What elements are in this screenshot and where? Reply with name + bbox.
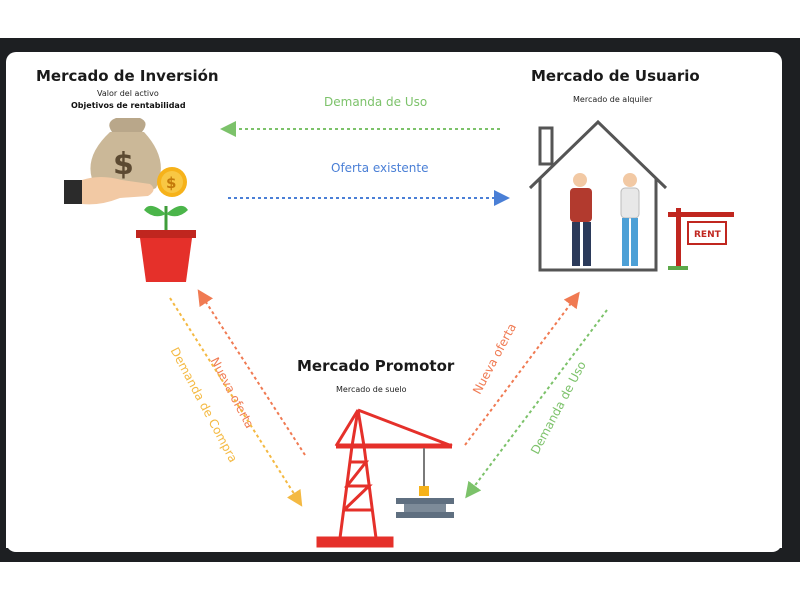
investment-market-line2: Objetivos de rentabilidad (71, 101, 186, 110)
rent-sign-icon: RENT (668, 208, 734, 270)
hand-icon (64, 177, 154, 205)
man-icon (570, 173, 592, 266)
user-market-line1: Mercado de alquiler (573, 95, 653, 104)
woman-icon (620, 173, 640, 266)
plant-pot-icon (136, 205, 196, 282)
developer-market-title: Mercado Promotor (297, 357, 455, 375)
investment-market-title: Mercado de Inversión (36, 67, 219, 85)
investment-market-line1: Valor del activo (97, 89, 159, 98)
coin-icon: $ (157, 167, 187, 197)
flow-label-demanda-uso-top: Demanda de Uso (324, 95, 428, 109)
crane-icon (316, 408, 454, 548)
svg-text:$: $ (166, 174, 176, 192)
arrow-nueva-oferta-right (464, 291, 580, 446)
user-market-title: Mercado de Usuario (531, 67, 700, 85)
flow-label-oferta-existente: Oferta existente (331, 161, 429, 175)
svg-text:$: $ (113, 147, 134, 182)
developer-market-line1: Mercado de suelo (336, 385, 407, 394)
rent-sign-text: RENT (694, 230, 722, 240)
arrow-demanda-compra (169, 297, 303, 507)
house-icon (528, 119, 668, 272)
window-right-edge (782, 38, 800, 560)
arrow-demanda-uso-right (465, 309, 608, 499)
window-left-edge (0, 38, 6, 560)
arrow-nueva-oferta-left (197, 289, 306, 456)
